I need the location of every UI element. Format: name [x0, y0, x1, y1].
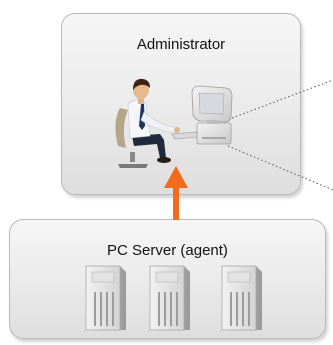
administrator-box: Administrator	[61, 13, 301, 195]
server-tower-icon	[221, 265, 262, 331]
connector-line-upper	[231, 79, 333, 119]
connector-line-lower	[227, 145, 333, 191]
administrator-label: Administrator	[136, 36, 226, 53]
desktop-computer-icon	[171, 85, 233, 145]
administrator-person-icon	[115, 78, 180, 168]
server-tower-icon	[149, 265, 190, 331]
pc-server-label: PC Server (agent)	[107, 242, 228, 259]
server-tower-icon	[85, 265, 126, 331]
upward-arrow	[164, 166, 188, 220]
